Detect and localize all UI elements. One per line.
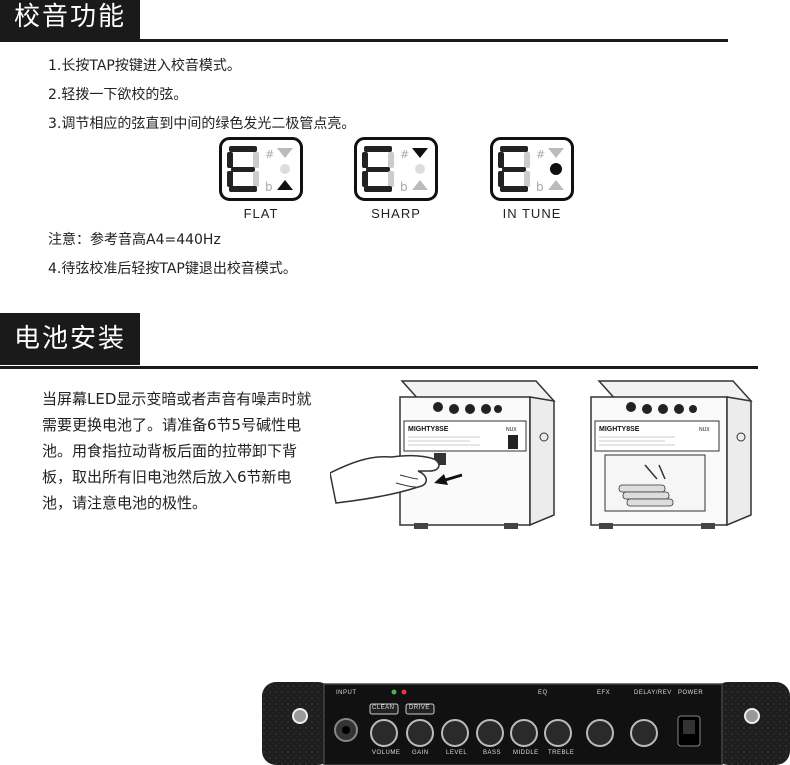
panel-label-efx: EFX	[597, 690, 611, 696]
panel-knob-bass: BASS	[483, 750, 502, 756]
in-tune-dot-icon	[550, 163, 562, 175]
amp-brand-label: MIGHTY8SE	[408, 426, 449, 433]
hand-icon	[330, 454, 440, 504]
flat-symbol: b	[265, 180, 273, 194]
flat-symbol: b	[400, 180, 408, 194]
battery-pack-icon	[618, 484, 674, 507]
amp-logo-label: NUX	[699, 427, 710, 433]
seven-segment-digit-icon	[227, 146, 259, 192]
seven-segment-digit-icon	[498, 146, 530, 192]
sharp-triangle-icon	[412, 148, 428, 158]
battery-instructions-line-4: 板，取出所有旧电池然后放入6节新电	[42, 468, 292, 486]
sharp-triangle-icon	[277, 148, 293, 158]
in-tune-dot-icon	[415, 164, 425, 174]
amp-logo-label: NUX	[506, 427, 517, 433]
panel-knob-level: LEVEL	[446, 750, 468, 756]
amp-control-panel-photo	[262, 682, 790, 765]
tuner-display-sharp: # b	[354, 137, 438, 201]
panel-knob-treble: TREBLE	[548, 750, 575, 756]
tuning-reference-note: 注意：参考音高A4=440Hz	[48, 232, 221, 248]
battery-instructions-line-1: 当屏幕LED显示变暗或者声音有噪声时就	[42, 390, 312, 408]
sharp-symbol: #	[536, 148, 545, 161]
tuning-step-3: 3.调节相应的弦直到中间的绿色发光二极管点亮。	[48, 116, 356, 132]
battery-instructions: 当屏幕LED显示变暗或者声音有噪声时就 需要更换电池了。请准备6节5号碱性电 池…	[42, 386, 347, 516]
flat-triangle-icon	[412, 180, 428, 190]
sharp-triangle-icon	[548, 148, 564, 158]
tuning-step-2: 2.轻拨一下欲校的弦。	[48, 87, 188, 103]
flat-symbol: b	[536, 180, 544, 194]
tuner-display-in-tune: # b	[490, 137, 574, 201]
amp-brand-label: MIGHTY8SE	[599, 426, 640, 433]
panel-button-drive: DRIVE	[409, 705, 430, 711]
sharp-symbol: #	[400, 148, 409, 161]
panel-label-eq: EQ	[538, 690, 548, 696]
battery-instructions-line-3: 池。用食指拉动背板后面的拉带卸下背	[42, 442, 298, 460]
flat-triangle-icon	[548, 180, 564, 190]
amp-back-panel-closed-illustration: MIGHTY8SE NUX	[330, 380, 556, 529]
panel-label-delay-rev: DELAY/REV	[634, 690, 672, 696]
in-tune-dot-icon	[280, 164, 290, 174]
panel-label-input: INPUT	[336, 690, 357, 696]
battery-section-title: 电池安装	[0, 313, 141, 365]
amp-back-panel-open-illustration: MIGHTY8SE NUX	[590, 380, 753, 529]
flat-triangle-icon	[277, 180, 293, 190]
battery-instructions-line-2: 需要更换电池了。请准备6节5号碱性电	[42, 416, 302, 434]
sharp-symbol: #	[265, 148, 274, 161]
tuner-caption-flat: FLAT	[243, 206, 279, 221]
knob-row	[370, 719, 658, 747]
panel-label-power: POWER	[678, 690, 704, 696]
panel-knob-volume: VOLUME	[372, 750, 401, 756]
tuning-section-title: 校音功能	[0, 0, 141, 42]
battery-instructions-line-5: 池，请注意电池的极性。	[42, 494, 208, 512]
tuning-step-4: 4.待弦校准后轻按TAP键退出校音模式。	[48, 261, 297, 277]
panel-button-clean: CLEAN	[372, 705, 395, 711]
battery-title-rule	[0, 366, 758, 369]
tuner-display-flat: # b	[219, 137, 303, 201]
corner-screw-icon	[744, 708, 760, 724]
tuning-step-1: 1.长按TAP按键进入校音模式。	[48, 58, 241, 74]
corner-screw-icon	[292, 708, 308, 724]
tuning-title-rule	[140, 39, 728, 42]
panel-knob-middle: MIDDLE	[513, 750, 539, 756]
panel-knob-gain: GAIN	[412, 750, 429, 756]
tuner-caption-sharp: SHARP	[371, 206, 421, 221]
seven-segment-digit-icon	[362, 146, 394, 192]
tuner-caption-in-tune: IN TUNE	[502, 206, 562, 221]
